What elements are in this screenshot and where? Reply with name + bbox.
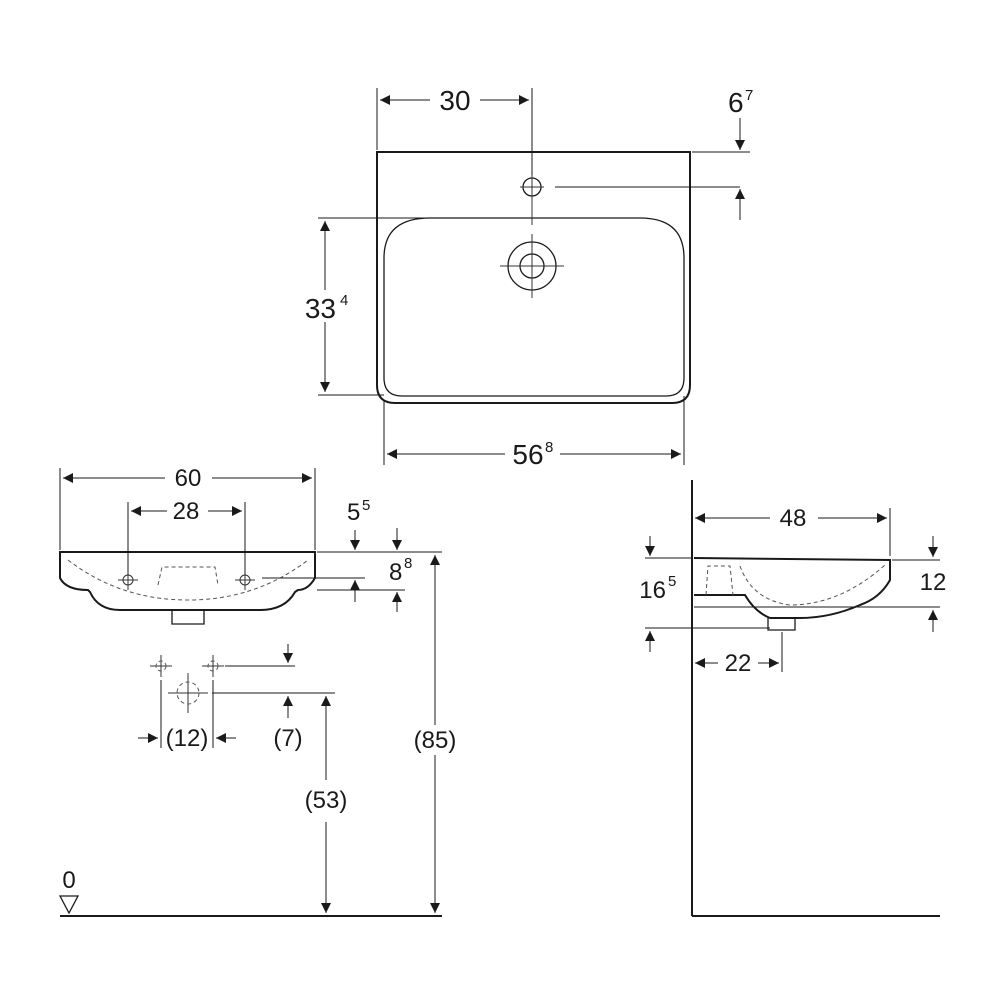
dim-waste-offset: 22 bbox=[725, 650, 752, 677]
supply-valve-right bbox=[202, 655, 224, 677]
dim-height-base: 16 bbox=[639, 577, 666, 604]
dim-rim-base: 5 bbox=[347, 499, 360, 526]
dim-rim-sup: 5 bbox=[362, 497, 370, 514]
dim-tap-hole-sup: 7 bbox=[745, 87, 753, 104]
side-view: 48 16 5 12 22 bbox=[639, 480, 947, 917]
dim-supply-height: (53) bbox=[305, 787, 348, 814]
dim-bowl-width-base: 56 bbox=[512, 439, 543, 470]
basin-outline-side bbox=[693, 557, 891, 619]
supply-valve-left bbox=[150, 655, 172, 677]
dim-bowl-depth-base: 33 bbox=[305, 293, 336, 324]
waste-connection bbox=[168, 673, 208, 713]
dim-bowl-height: 12 bbox=[920, 569, 947, 596]
dim-bowl-width-sup: 8 bbox=[545, 439, 553, 456]
waste-outlet-front bbox=[171, 610, 205, 625]
dim-tap-offset: 30 bbox=[439, 85, 470, 116]
waste-outlet-side bbox=[767, 618, 796, 631]
dim-overall-width: 60 bbox=[175, 465, 202, 492]
dim-height-sup: 5 bbox=[668, 573, 676, 590]
basin-outline-front bbox=[59, 551, 316, 611]
bowl-outline-top bbox=[383, 217, 685, 397]
front-view: 60 28 5 5 8 8 (85) bbox=[58, 465, 462, 917]
dim-overflow-base: 8 bbox=[389, 559, 402, 586]
top-view: 30 6 7 33 4 56 8 bbox=[305, 85, 754, 470]
floor-level-marker bbox=[58, 895, 80, 915]
dim-overflow-sup: 8 bbox=[404, 555, 412, 572]
dim-bowl-depth-sup: 4 bbox=[340, 292, 348, 309]
dim-hole-spacing: 28 bbox=[173, 498, 200, 525]
dim-valve-offset: (7) bbox=[273, 725, 302, 752]
floor-label: 0 bbox=[62, 867, 75, 894]
dim-projection: 48 bbox=[780, 505, 807, 532]
dim-rim-height: (85) bbox=[414, 727, 457, 754]
dim-valve-spacing: (12) bbox=[166, 725, 209, 752]
basin-outline-top bbox=[376, 151, 691, 404]
dim-tap-hole-base: 6 bbox=[728, 87, 744, 118]
